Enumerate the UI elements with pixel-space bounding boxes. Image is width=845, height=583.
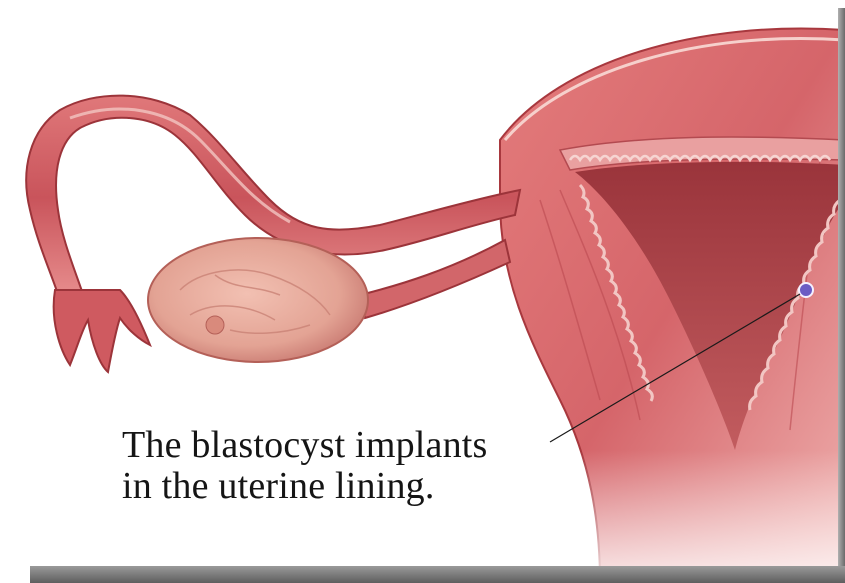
ovarian-follicle: [206, 316, 224, 334]
fimbriae: [54, 290, 150, 372]
lower-fade: [540, 450, 845, 583]
ovary: [148, 238, 368, 362]
caption: The blastocyst implants in the uterine l…: [122, 425, 488, 507]
frame-bottom-shadow: [30, 566, 845, 583]
caption-line-2: in the uterine lining.: [122, 466, 488, 507]
blastocyst: [799, 283, 813, 297]
caption-line-1: The blastocyst implants: [122, 425, 488, 466]
ovarian-ligament: [360, 240, 510, 318]
frame-right-shadow: [838, 8, 845, 583]
